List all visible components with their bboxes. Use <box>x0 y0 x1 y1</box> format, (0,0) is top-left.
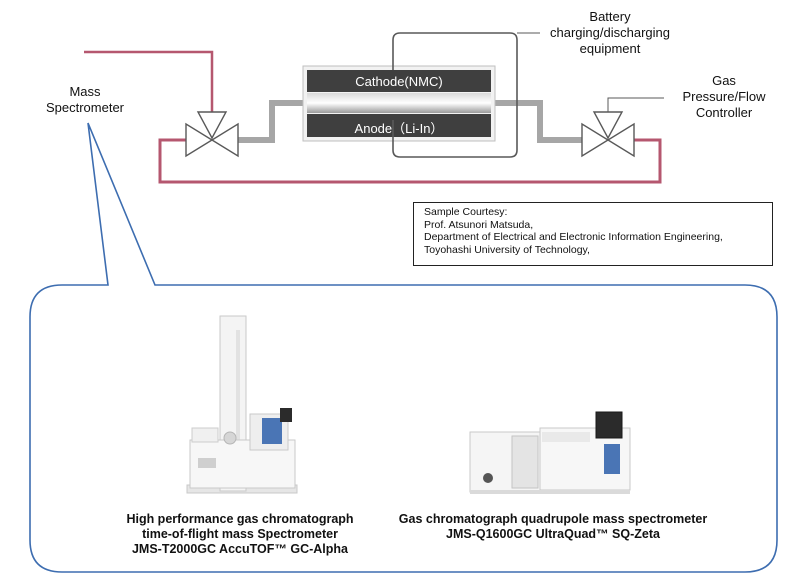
gas-controller-label-line: Pressure/Flow <box>682 89 766 104</box>
tof-instrument-caption: High performance gas chromatograph time-… <box>110 512 370 557</box>
callout-bubble <box>29 122 778 573</box>
battery-equipment-label-line: charging/discharging <box>550 25 670 40</box>
cathode-layer <box>307 70 491 92</box>
battery-wire <box>392 32 518 158</box>
courtesy-line: Toyohashi University of Technology, <box>424 243 590 256</box>
gas-line-top <box>84 50 214 112</box>
anode-label: Anode（Li-In） <box>354 121 444 136</box>
left-valve-icon <box>185 111 239 158</box>
mass-spectrometer-label-line: Mass <box>69 84 101 99</box>
quadrupole-instrument-caption: Gas chromatograph quadrupole mass spectr… <box>388 512 718 542</box>
caption-line: JMS-T2000GC AccuTOF™ GC-Alpha <box>131 542 348 556</box>
quadrupole-instrument-image <box>469 411 631 494</box>
battery-equipment-label-line: Battery <box>589 9 631 24</box>
pipe-right <box>488 100 584 143</box>
caption-line: High performance gas chromatograph <box>126 512 354 526</box>
mass-spectrometer-label-line: Spectrometer <box>45 100 125 115</box>
sample-courtesy-box: Sample Courtesy: Prof. Atsunori Matsuda,… <box>413 202 773 266</box>
mass-spectrometer-label: Mass Spectrometer <box>30 84 140 116</box>
caption-line: JMS-Q1600GC UltraQuad™ SQ-Zeta <box>446 527 660 541</box>
gas-controller-label: Gas Pressure/Flow Controller <box>664 73 784 121</box>
courtesy-line: Sample Courtesy: <box>424 206 508 218</box>
controller-leader <box>607 97 664 112</box>
electrolyte-layer <box>307 93 491 113</box>
battery-equipment-label: Battery charging/discharging equipment <box>530 9 690 57</box>
battery-equipment-label-line: equipment <box>579 41 641 56</box>
courtesy-line: Department of Electrical and Electronic … <box>424 231 723 243</box>
right-valve-icon <box>581 111 635 158</box>
caption-line: Gas chromatograph quadrupole mass spectr… <box>398 512 708 526</box>
gas-controller-label-line: Gas <box>712 73 736 88</box>
courtesy-line: Prof. Atsunori Matsuda, <box>424 218 534 231</box>
tof-instrument-image <box>186 315 298 494</box>
pipe-left <box>236 100 310 143</box>
cathode-label: Cathode(NMC) <box>355 74 443 89</box>
caption-line: time-of-flight mass Spectrometer <box>142 527 338 541</box>
gas-controller-label-line: Controller <box>695 105 753 120</box>
gas-line-loop <box>158 138 662 184</box>
anode-layer <box>307 114 491 137</box>
